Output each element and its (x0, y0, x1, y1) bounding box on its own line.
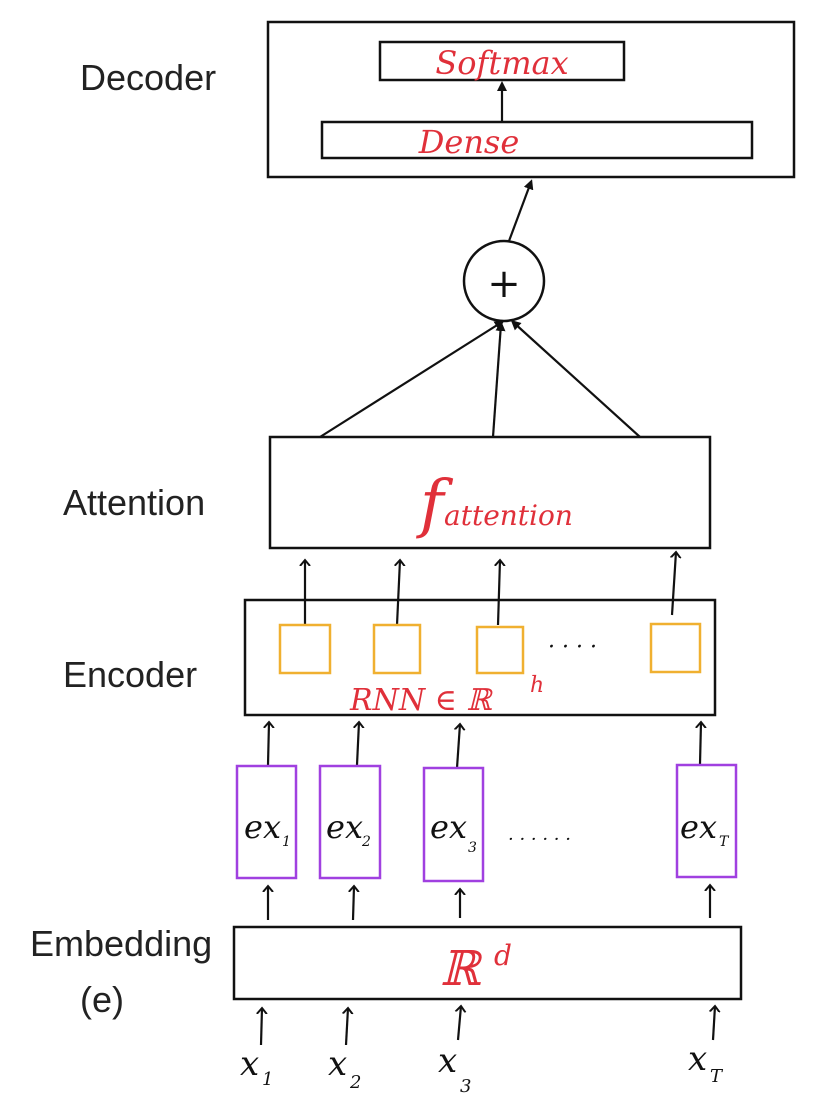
embedding-vector-t (675, 763, 738, 879)
embedding-space-sup: d (494, 939, 512, 972)
attention-arrow-center (491, 321, 506, 438)
input-up-arrow-1 (261, 1008, 262, 1046)
emb-up-arrow-3 (457, 724, 460, 769)
rnn-label-sup: h (530, 673, 544, 698)
embedding-vector-t-sub: T (719, 834, 730, 850)
input-t-sub: T (710, 1066, 724, 1087)
encoder-box (243, 598, 717, 717)
attention-label: Attention (63, 482, 205, 523)
dense-box (320, 120, 754, 160)
combine-symbol: + (487, 261, 521, 307)
input-2-sub: 2 (349, 1072, 361, 1093)
embedding-label: Embedding (30, 923, 212, 964)
embedding-sub-label: (e) (80, 979, 124, 1020)
embedding-vector-3-sub: 3 (468, 840, 477, 856)
embedding-vector-t-prefix: ex (680, 808, 717, 846)
attention-fn-sub: attention (444, 499, 573, 532)
input-1-sub: 1 (262, 1069, 273, 1090)
emb-up-arrow-t (700, 722, 701, 765)
embedding-ellipsis: · · · · · · (508, 829, 571, 850)
emb-up-arrow-1 (268, 722, 269, 766)
softmax-text: Softmax (435, 44, 568, 82)
combine-to-decoder-arrow (507, 179, 534, 242)
embedding-space-main: ℝ (440, 941, 483, 997)
decoder-label: Decoder (80, 57, 216, 98)
embedding-layer-box (232, 925, 743, 1001)
embedding-vector-1 (235, 764, 298, 880)
rnn-cell-t (649, 622, 702, 674)
dense-text: Dense (418, 123, 520, 161)
attention-box (268, 435, 712, 550)
embedding-vector-1-sub: 1 (282, 834, 291, 850)
layer-up-arrow-2 (353, 886, 354, 921)
input-up-arrow-2 (346, 1008, 348, 1046)
input-1-prefix: x (240, 1044, 259, 1084)
embedding-vector-3-prefix: ex (430, 808, 467, 846)
embedding-vector-1-prefix: ex (244, 808, 281, 846)
input-up-arrow-3 (458, 1006, 461, 1041)
rnn-cell-3 (475, 625, 525, 675)
encoder-label: Encoder (63, 654, 197, 695)
rnn-cell-2 (372, 623, 422, 675)
embedding-vector-2 (318, 764, 382, 880)
input-up-arrow-t (713, 1006, 715, 1041)
rnn-cell-1 (278, 623, 332, 675)
embedding-vector-3 (422, 766, 485, 883)
softmax-box (378, 40, 626, 82)
attention-arrow-right (510, 319, 641, 438)
encoder-up-arrow-3 (498, 560, 500, 626)
emb-up-arrow-2 (357, 722, 359, 766)
encoder-up-arrow-4 (672, 552, 676, 616)
attention-arrow-left (319, 320, 505, 438)
input-2-prefix: x (328, 1044, 347, 1084)
decoder-box (266, 20, 796, 179)
encoder-up-arrow-2 (397, 560, 400, 626)
input-3-prefix: x (438, 1041, 457, 1081)
input-t-prefix: x (688, 1039, 707, 1079)
encoder-ellipsis: · · · · (548, 635, 597, 660)
embedding-vector-2-prefix: ex (326, 808, 363, 846)
rnn-label: RNN ∈ ℝ (349, 683, 493, 718)
embedding-vector-2-sub: 2 (361, 834, 371, 850)
input-3-sub: 3 (460, 1076, 471, 1097)
